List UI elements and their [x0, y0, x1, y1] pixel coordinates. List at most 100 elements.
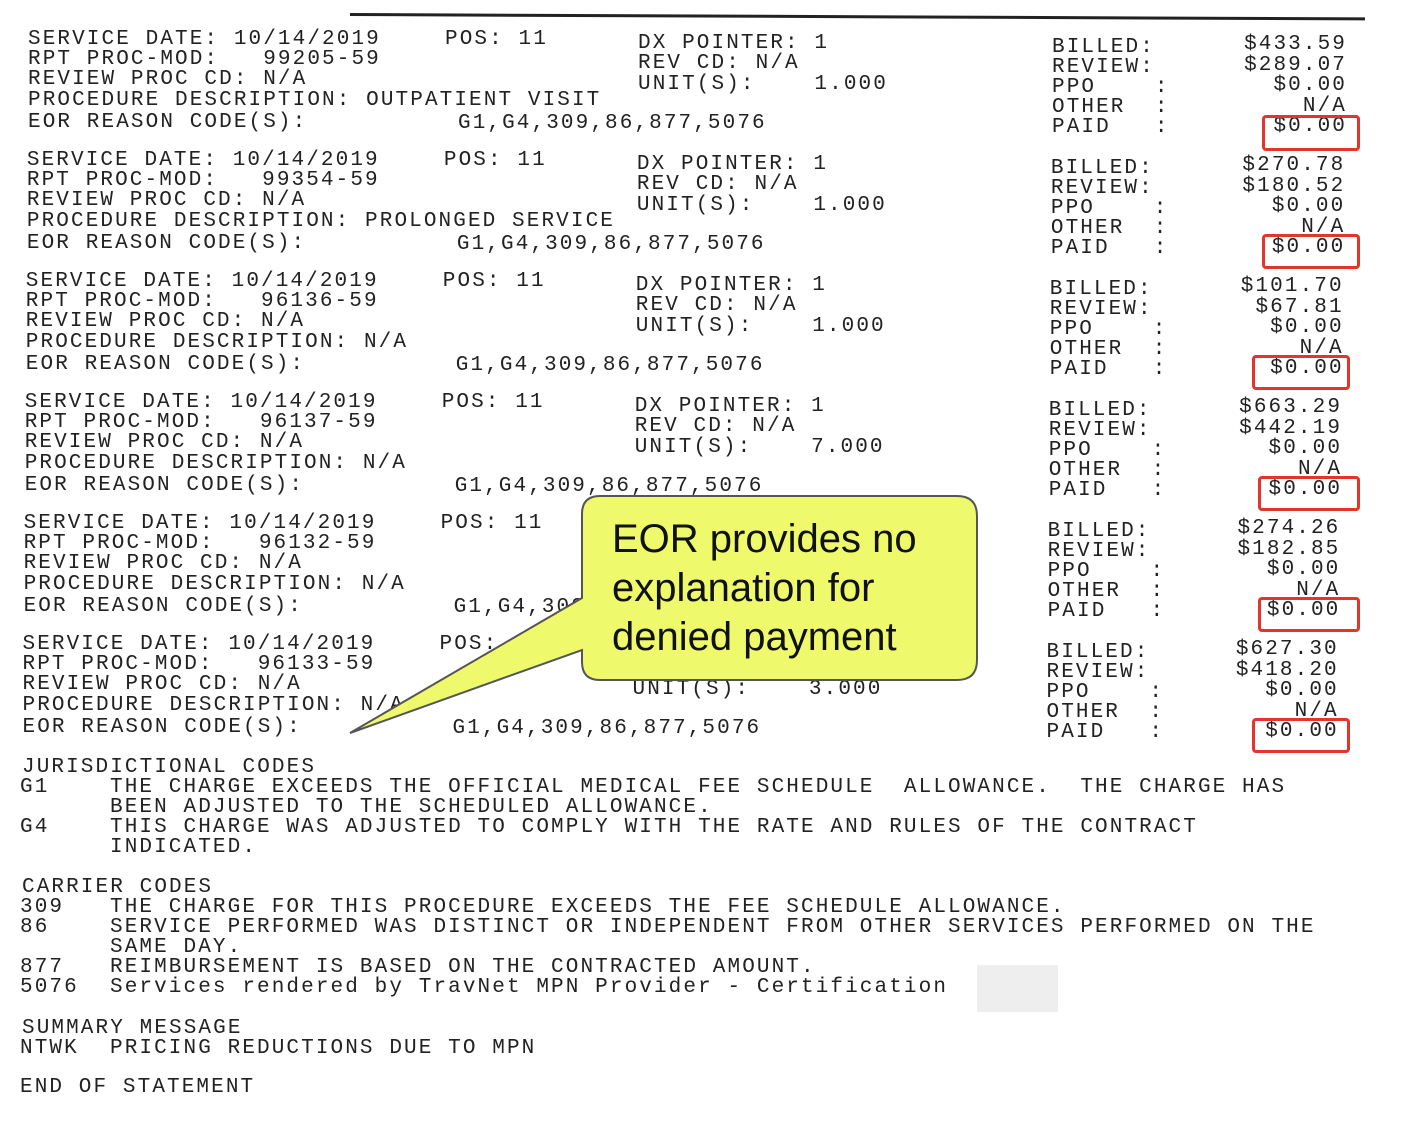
rev-cd: REV CD: N/A — [638, 52, 800, 75]
amount-review: $180.52 — [1242, 174, 1346, 198]
label-billed: BILLED: — [1050, 157, 1154, 180]
amount-other: N/A — [1302, 94, 1347, 118]
label-paid: PAID : — [1048, 479, 1167, 502]
eor-reason-codes: G1,G4,309,86,877,5076 — [455, 354, 765, 377]
rpt-proc-mod: RPT PROC-MOD: 96136-59 — [25, 290, 379, 313]
amount-review: $418.20 — [1235, 658, 1339, 682]
procedure-description: PROCEDURE DESCRIPTION: N/A — [23, 573, 406, 596]
amount-review: $67.81 — [1255, 295, 1344, 319]
label-billed: BILLED: — [1046, 641, 1150, 664]
eor-reason-codes: G1,G4,309,86,877,5076 — [454, 475, 764, 498]
rev-cd: REV CD: N/A — [635, 294, 798, 317]
procedure-description: PROCEDURE DESCRIPTION: OUTPATIENT VISIT — [28, 89, 602, 112]
code-description: INDICATED. — [110, 836, 258, 859]
rpt-proc-mod: RPT PROC-MOD: 96132-59 — [23, 532, 377, 555]
code-5076: 5076 — [20, 976, 79, 999]
code-g1: G1 — [20, 776, 50, 799]
procedure-description: PROCEDURE DESCRIPTION: N/A — [24, 452, 407, 475]
code-description: THIS CHARGE WAS ADJUSTED TO COMPLY WITH … — [110, 816, 1198, 839]
rpt-proc-mod: RPT PROC-MOD: 96137-59 — [24, 411, 378, 434]
units: UNIT(S): 1.000 — [635, 315, 886, 338]
code-description: THE CHARGE EXCEEDS THE OFFICIAL MEDICAL … — [110, 776, 1287, 799]
label-paid: PAID : — [1052, 116, 1170, 139]
paid-highlight-box — [1252, 718, 1350, 753]
amount-paid: $0.00 — [1270, 357, 1344, 380]
amount-other: N/A — [1299, 336, 1344, 360]
code-g4: G4 — [20, 816, 50, 839]
pos: POS: 11 — [441, 391, 545, 414]
label-other: OTHER : — [1048, 459, 1167, 482]
service-date: SERVICE DATE: 10/14/2019 — [25, 270, 379, 293]
label-ppo: PPO : — [1046, 681, 1165, 704]
eor-reason-codes: G1,G4,309,86,877,5076 — [452, 717, 762, 740]
label-ppo: PPO : — [1050, 197, 1169, 220]
pos: POS: 11 — [443, 149, 547, 172]
code-description: REIMBURSEMENT IS BASED ON THE CONTRACTED… — [110, 956, 816, 979]
callout-bubble — [349, 495, 978, 734]
amount-other: N/A — [1294, 699, 1339, 723]
amount-billed: $101.70 — [1240, 275, 1344, 298]
dx-pointer: DX POINTER: 1 — [634, 395, 826, 418]
amount-paid: $0.00 — [1271, 236, 1346, 259]
review-proc-cd: REVIEW PROC CD: N/A — [26, 189, 307, 212]
label-billed: BILLED: — [1052, 36, 1155, 59]
label-paid: PAID : — [1046, 721, 1165, 744]
label-paid: PAID : — [1050, 237, 1169, 260]
units: UNIT(S): 1.000 — [636, 194, 887, 217]
section-heading: CARRIER CODES — [22, 876, 214, 899]
label-billed: BILLED: — [1047, 520, 1151, 543]
amount-other: N/A — [1301, 215, 1346, 239]
amount-review: $182.85 — [1237, 537, 1341, 561]
eor-reason-codes: G1,G4,309 — [453, 596, 586, 619]
amount-billed: $663.29 — [1239, 396, 1343, 419]
units: UNIT(S): 7.000 — [634, 436, 885, 459]
eor-reason-label: EOR REASON CODE(S): — [28, 111, 308, 134]
label-other: OTHER : — [1050, 217, 1169, 240]
code-description: BEEN ADJUSTED TO THE SCHEDULED ALLOWANCE… — [110, 796, 713, 819]
rpt-proc-mod: RPT PROC-MOD: 96133-59 — [22, 653, 376, 676]
amount-ppo: $0.00 — [1265, 679, 1339, 702]
amount-ppo: $0.00 — [1273, 74, 1347, 97]
rpt-proc-mod: RPT PROC-MOD: 99354-59 — [26, 169, 380, 192]
review-proc-cd: REVIEW PROC CD: N/A — [28, 68, 308, 91]
amount-review: $289.07 — [1244, 53, 1347, 77]
label-review: REVIEW: — [1048, 419, 1152, 442]
label-ppo: PPO : — [1052, 76, 1170, 99]
units: UNIT(S): 3.000 — [632, 678, 883, 701]
label-other: OTHER : — [1046, 701, 1165, 724]
amount-billed: $274.26 — [1237, 517, 1341, 540]
amount-review: $442.19 — [1239, 416, 1343, 440]
label-billed: BILLED: — [1048, 399, 1152, 422]
service-date: SERVICE DATE: 10/14/2019 — [26, 149, 380, 172]
amount-billed: $627.30 — [1235, 638, 1339, 661]
eor-reason-label: EOR REASON CODE(S): — [26, 232, 307, 255]
label-other: OTHER : — [1047, 580, 1166, 603]
service-date: SERVICE DATE: 10/14/2019 — [22, 633, 376, 656]
dx-pointer: DX POINTER: 1 — [638, 32, 830, 55]
amount-billed: $270.78 — [1242, 154, 1346, 177]
label-billed: BILLED: — [1049, 278, 1153, 301]
amount-ppo: $0.00 — [1268, 437, 1343, 460]
units: UNIT(S): 1.000 — [638, 73, 888, 96]
code-description: SERVICE PERFORMED WAS DISTINCT OR INDEPE… — [110, 916, 1316, 939]
pos: POS: 11 — [445, 28, 548, 51]
service-date: SERVICE DATE: 10/14/2019 — [23, 512, 377, 535]
code-86: 86 — [20, 916, 50, 939]
amount-ppo: $0.00 — [1271, 195, 1346, 218]
rpt-proc-mod: RPT PROC-MOD: 99205-59 — [28, 48, 381, 71]
eor-reason-label: EOR REASON CODE(S): — [24, 474, 305, 497]
code-877: 877 — [20, 956, 65, 979]
label-paid: PAID : — [1047, 600, 1166, 623]
label-review: REVIEW: — [1050, 177, 1154, 200]
label-review: REVIEW: — [1052, 56, 1155, 79]
rev-cd: REV CD: N/A — [636, 173, 799, 196]
review-proc-cd: REVIEW PROC CD: N/A — [25, 310, 306, 333]
code-description: Services rendered by TravNet MPN Provide… — [110, 976, 949, 999]
code-309: 309 — [20, 896, 65, 919]
review-proc-cd: REVIEW PROC CD: N/A — [22, 673, 302, 696]
callout-text: EOR provides no explanation for denied p… — [612, 517, 917, 659]
eor-reason-label: EOR REASON CODE(S): — [23, 595, 303, 618]
pos: POS: 11 — [440, 512, 544, 535]
end-of-statement: END OF STATEMENT — [20, 1076, 256, 1099]
label-review: REVIEW: — [1046, 661, 1150, 684]
